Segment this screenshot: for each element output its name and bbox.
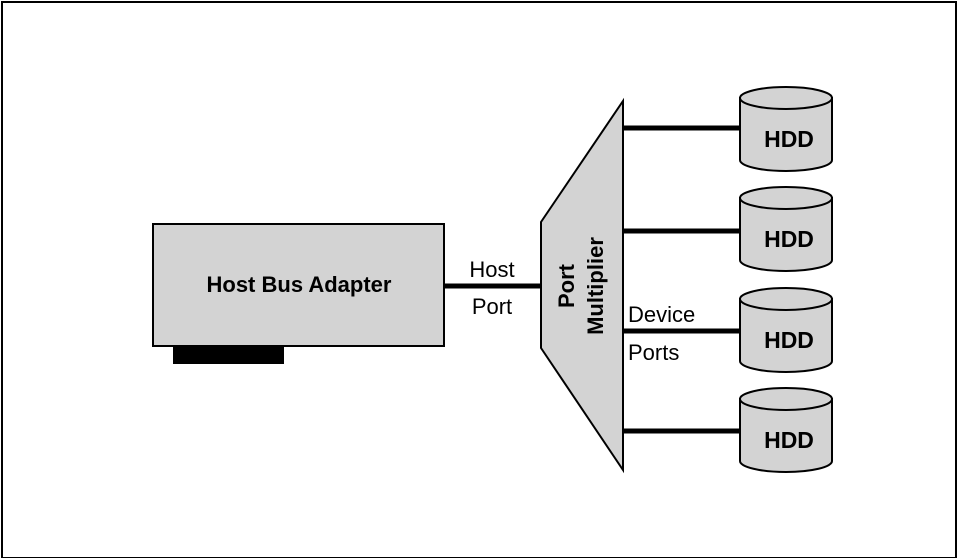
host-port-label-line1: Host	[469, 257, 514, 282]
device-ports-label-line1: Device	[628, 302, 695, 327]
host-port-label-line2: Port	[472, 294, 512, 319]
port-multiplier-shape	[540, 97, 624, 474]
port-multiplier-label-line1: Port	[554, 263, 579, 308]
hdd-4: HDD	[739, 387, 833, 473]
hba-label: Host Bus Adapter	[207, 272, 392, 297]
hdd-4-top	[739, 387, 833, 411]
hdd-2-top	[739, 186, 833, 210]
host-bus-adapter-box	[152, 223, 445, 347]
device-ports-label-line2: Ports	[628, 340, 679, 365]
hdd-3: HDD	[739, 287, 833, 373]
hdd-1-label: HDD	[764, 126, 814, 152]
hdd-3-body	[739, 298, 833, 373]
hdd-3-label: HDD	[764, 327, 814, 353]
hba-connector	[173, 346, 284, 364]
hdd-2-label: HDD	[764, 226, 814, 252]
hdd-1-top	[739, 86, 833, 110]
hdd-2: HDD	[739, 186, 833, 272]
hdd-4-label: HDD	[764, 427, 814, 453]
hdd-1: HDD	[739, 86, 833, 172]
hdd-3-top	[739, 287, 833, 311]
hdd-4-body	[739, 398, 833, 473]
hdd-2-body	[739, 197, 833, 272]
hdd-1-body	[739, 97, 833, 172]
port-multiplier-label-line2: Multiplier	[583, 237, 608, 335]
